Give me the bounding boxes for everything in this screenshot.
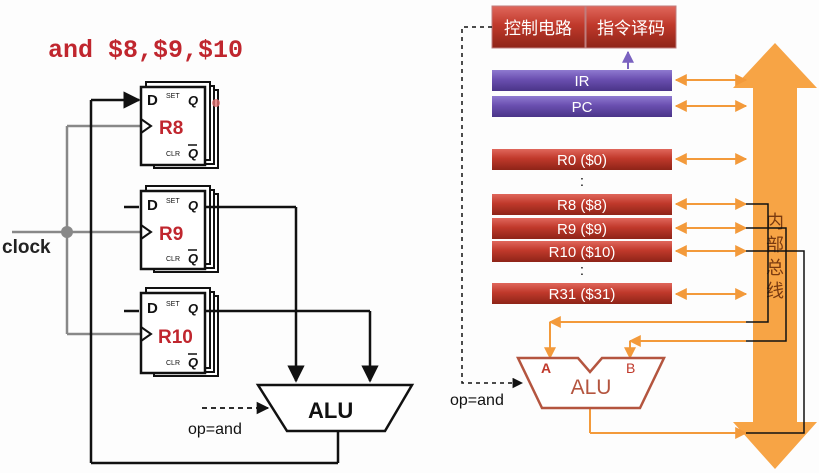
r10-d-pin: D xyxy=(147,300,158,317)
r8-name: R8 xyxy=(159,118,183,139)
bus-char-4: 线 xyxy=(766,281,784,301)
r9-d-pin: D xyxy=(147,197,158,214)
r8-qbar-pin: Q xyxy=(188,146,198,161)
r9-bus-register xyxy=(492,218,672,239)
register-r8: D SET Q R8 CLR Q xyxy=(139,81,220,169)
ellipsis-2: : xyxy=(580,262,584,279)
instruction-title: and $8,$9,$10 xyxy=(48,36,243,65)
op-right-label: op=and xyxy=(450,392,504,409)
r9-qbar-pin: Q xyxy=(188,251,198,266)
r8-q-pin: Q xyxy=(188,93,198,108)
alu-right-input-a: A xyxy=(541,360,551,376)
ir-label: IR xyxy=(575,73,590,90)
alu-left-label: ALU xyxy=(308,398,353,423)
r8-bus-label: R8 ($8) xyxy=(557,197,607,214)
internal-bus xyxy=(733,43,817,469)
register-r9: D SET Q R9 CLR Q xyxy=(139,185,219,273)
ellipsis-1: : xyxy=(580,173,584,190)
r10-q-pin: Q xyxy=(188,301,198,316)
r0-label: R0 ($0) xyxy=(557,152,607,169)
alu-right-label: ALU xyxy=(571,376,612,399)
r9-set-pin: SET xyxy=(166,198,180,205)
alu-input-paths xyxy=(544,203,805,439)
register-r10: D SET Q R10 CLR Q xyxy=(139,287,219,377)
r10-clr-pin: CLR xyxy=(166,360,180,367)
pc-label: PC xyxy=(572,99,593,116)
ir-register xyxy=(492,70,672,91)
r9-q-pin: Q xyxy=(188,198,198,213)
r31-register xyxy=(492,283,672,304)
r10-name: R10 xyxy=(158,327,193,348)
instruction-decoder-label: 指令译码 xyxy=(597,19,665,38)
bus-char-1: 内 xyxy=(766,212,784,232)
r9-bus-label: R9 ($9) xyxy=(557,221,607,238)
clock-junction xyxy=(61,226,73,238)
r8-set-pin: SET xyxy=(166,93,180,100)
clock-wiring xyxy=(12,124,140,336)
r9-clr-pin: CLR xyxy=(166,256,180,263)
op-left-label: op=and xyxy=(188,421,242,438)
alu-left: ALU xyxy=(255,383,415,433)
control-signal-line xyxy=(461,26,524,389)
r31-label: R31 ($31) xyxy=(549,286,616,303)
bus-char-2: 部 xyxy=(766,235,784,255)
instruction-decoder-box xyxy=(585,5,677,49)
r9-name: R9 xyxy=(159,224,183,245)
r8-bus-register xyxy=(492,194,672,215)
pc-register xyxy=(492,96,672,117)
r0-register xyxy=(492,149,672,170)
register-bus-arrows xyxy=(674,74,748,300)
r8-clr-pin: CLR xyxy=(166,151,180,158)
r10-set-pin: SET xyxy=(166,301,180,308)
bus-char-3: 总 xyxy=(766,258,784,278)
control-circuit-label: 控制电路 xyxy=(504,19,572,38)
alu-right-input-b: B xyxy=(626,360,635,376)
r10-bus-label: R10 ($10) xyxy=(549,244,616,261)
datapath-wiring xyxy=(89,91,379,465)
r8-d-pin: D xyxy=(147,92,158,109)
r10-bus-register xyxy=(492,241,672,262)
r10-qbar-pin: Q xyxy=(188,355,198,370)
control-circuit-box xyxy=(491,5,586,49)
alu-right: ALU A B xyxy=(516,356,666,410)
clock-label: clock xyxy=(2,237,51,258)
